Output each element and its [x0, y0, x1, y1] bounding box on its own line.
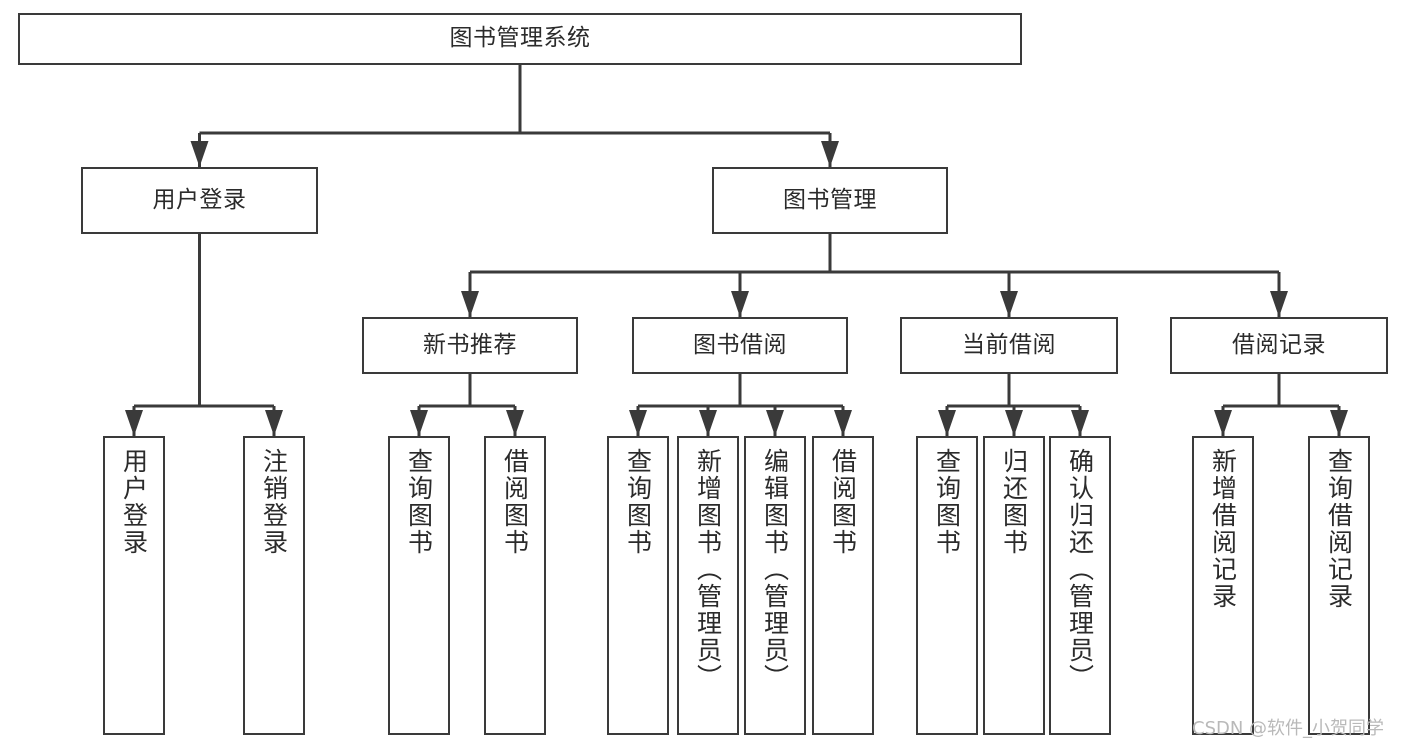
node-root[interactable]: 图书管理系统 [18, 13, 1022, 65]
arrowhead-icon [731, 291, 749, 317]
node-label: 借阅记录 [1232, 331, 1326, 358]
node-leaf-query-book-current[interactable]: 查询图书 [916, 436, 978, 735]
node-current-borrow[interactable]: 当前借阅 [900, 317, 1118, 374]
arrowhead-icon [1071, 410, 1089, 436]
node-label: 当前借阅 [962, 331, 1056, 358]
node-label: 借阅图书 [828, 448, 858, 556]
node-label: 新增图书（管理员） [693, 448, 723, 691]
node-leaf-query-book-new[interactable]: 查询图书 [388, 436, 450, 735]
node-label: 查询图书 [623, 448, 653, 556]
node-new-book-recommend[interactable]: 新书推荐 [362, 317, 578, 374]
node-leaf-query-book-borrow[interactable]: 查询图书 [607, 436, 669, 735]
arrowhead-icon [410, 410, 428, 436]
node-label: 注销登录 [259, 448, 289, 556]
node-label: 查询图书 [404, 448, 434, 556]
node-leaf-confirm-return-admin[interactable]: 确认归还（管理员） [1049, 436, 1111, 735]
node-leaf-add-borrow-record[interactable]: 新增借阅记录 [1192, 436, 1254, 735]
node-label: 查询借阅记录 [1324, 448, 1354, 610]
node-leaf-return-book[interactable]: 归还图书 [983, 436, 1045, 735]
arrowhead-icon [506, 410, 524, 436]
node-leaf-edit-book-admin[interactable]: 编辑图书（管理员） [744, 436, 806, 735]
node-label: 借阅图书 [500, 448, 530, 556]
node-label: 用户登录 [152, 186, 247, 213]
arrowhead-icon [834, 410, 852, 436]
arrowhead-icon [699, 410, 717, 436]
arrowhead-icon [629, 410, 647, 436]
node-label: 图书借阅 [693, 331, 787, 358]
node-label: 归还图书 [999, 448, 1029, 556]
node-label: 确认归还（管理员） [1065, 448, 1095, 691]
node-label: 用户登录 [119, 448, 149, 556]
watermark: CSDN @软件_小贺同学 [1192, 718, 1385, 739]
node-leaf-borrow-book[interactable]: 借阅图书 [812, 436, 874, 735]
arrowhead-icon [821, 141, 839, 167]
arrowhead-icon [1000, 291, 1018, 317]
node-label: 图书管理系统 [449, 25, 591, 52]
node-leaf-borrow-book-new[interactable]: 借阅图书 [484, 436, 546, 735]
arrowhead-icon [766, 410, 784, 436]
arrowhead-icon [461, 291, 479, 317]
node-book-manage[interactable]: 图书管理 [712, 167, 948, 234]
arrowhead-icon [1214, 410, 1232, 436]
node-leaf-add-book-admin[interactable]: 新增图书（管理员） [677, 436, 739, 735]
node-leaf-query-borrow-record[interactable]: 查询借阅记录 [1308, 436, 1370, 735]
node-leaf-logout[interactable]: 注销登录 [243, 436, 305, 735]
arrowhead-icon [265, 410, 283, 436]
node-label: 新增借阅记录 [1208, 448, 1238, 610]
arrowhead-icon [125, 410, 143, 436]
node-label: 查询图书 [932, 448, 962, 556]
arrowhead-icon [1270, 291, 1288, 317]
arrowhead-icon [938, 410, 956, 436]
node-leaf-user-login[interactable]: 用户登录 [103, 436, 165, 735]
node-label: 编辑图书（管理员） [760, 448, 790, 691]
node-user-login[interactable]: 用户登录 [81, 167, 318, 234]
arrowhead-icon [1005, 410, 1023, 436]
node-book-borrow[interactable]: 图书借阅 [632, 317, 848, 374]
node-label: 新书推荐 [423, 331, 517, 358]
arrowhead-icon [190, 141, 209, 167]
node-borrow-record[interactable]: 借阅记录 [1170, 317, 1388, 374]
arrowhead-icon [1330, 410, 1348, 436]
node-label: 图书管理 [783, 186, 877, 213]
